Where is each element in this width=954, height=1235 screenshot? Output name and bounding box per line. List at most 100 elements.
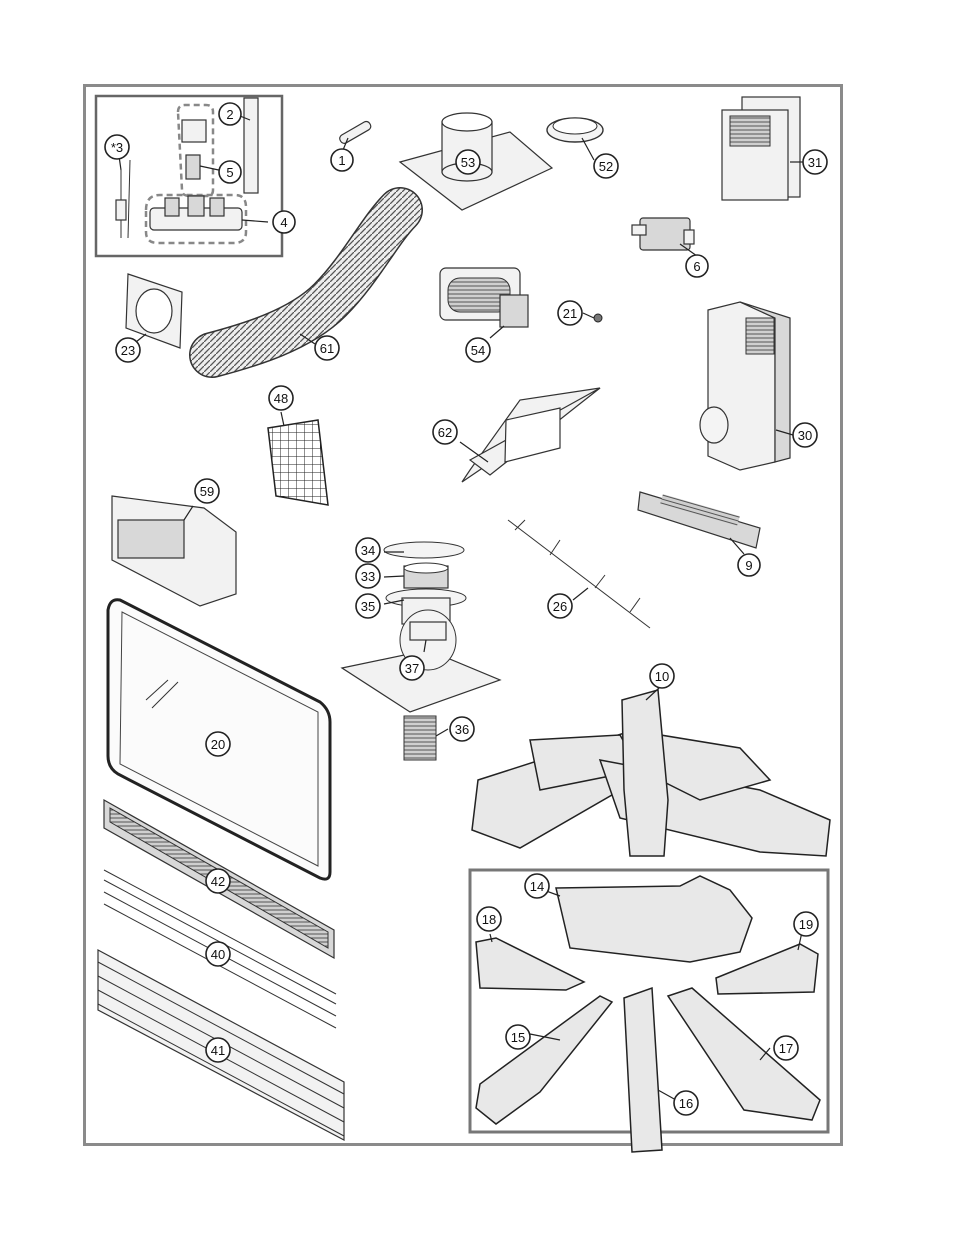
callout-33: 33 [355, 563, 381, 589]
callout-18: 18 [476, 906, 502, 932]
callout-circle [205, 868, 231, 894]
callout-26: 26 [547, 593, 573, 619]
part-48-mesh-screen [267, 419, 329, 506]
callout-34: 34 [355, 537, 381, 563]
callout-9: 9 [737, 553, 761, 577]
callout-number: 48 [274, 391, 288, 406]
callout-number: 33 [361, 569, 375, 584]
callout-number: 26 [553, 599, 567, 614]
callout-circle [205, 941, 231, 967]
callout-circle [449, 716, 475, 742]
callout-59: 59 [194, 478, 220, 504]
callout-number: 2 [226, 107, 233, 122]
pilot-assembly-inset [94, 94, 284, 258]
part-52-ring [546, 117, 604, 143]
callout-number: 5 [226, 165, 233, 180]
callout-54: 54 [465, 337, 491, 363]
callout-circle [104, 134, 130, 160]
callout-circle [505, 1024, 531, 1050]
vent-stack-34-33-35 [383, 541, 467, 625]
callout-circle [330, 148, 354, 172]
callout-17: 17 [773, 1035, 799, 1061]
callout-number: 17 [779, 1041, 793, 1056]
callout-number: 37 [405, 661, 419, 676]
callout-circle [455, 149, 481, 175]
callout-19: 19 [793, 911, 819, 937]
callout-number: 59 [200, 484, 214, 499]
callout-61: 61 [314, 335, 340, 361]
callout-number: 42 [211, 874, 225, 889]
callout-52: 52 [593, 153, 619, 179]
callout-circle [737, 553, 761, 577]
callout-number: 1 [338, 153, 345, 168]
callout-37: 37 [399, 655, 425, 681]
callout-5: 5 [218, 160, 242, 184]
callout-circle [272, 210, 296, 234]
callout-6: 6 [685, 254, 709, 278]
callout-number: 31 [808, 155, 822, 170]
part-61-flex-hose [189, 187, 423, 378]
part-30-vent-housing [699, 301, 791, 471]
callout-number: 9 [745, 558, 752, 573]
callout-31: 31 [802, 149, 828, 175]
callout-circle [476, 906, 502, 932]
callout-number: 15 [511, 1030, 525, 1045]
callout-number: 16 [679, 1096, 693, 1111]
callout-40: 40 [205, 941, 231, 967]
callout-35: 35 [355, 593, 381, 619]
callout-23: 23 [115, 337, 141, 363]
callout-circle [793, 911, 819, 937]
callout-number: 61 [320, 341, 334, 356]
callout-circle [773, 1035, 799, 1061]
leader-lines [118, 115, 803, 1101]
callout-15: 15 [505, 1024, 531, 1050]
callout-1: 1 [330, 148, 354, 172]
log-detail-inset [468, 868, 830, 1153]
callout-circle [685, 254, 709, 278]
callout-number: 14 [530, 879, 544, 894]
callout-21: 21 [557, 300, 583, 326]
callout-48: 48 [268, 385, 294, 411]
callout-2: 2 [218, 102, 242, 126]
callout-circle [557, 300, 583, 326]
callout-circle [218, 102, 242, 126]
part-54-blower [439, 267, 529, 328]
callout-circle [524, 873, 550, 899]
part-21-sensor [593, 313, 603, 323]
part-10-log-set [471, 689, 831, 857]
part-9-burner [637, 491, 761, 549]
callout-number: 19 [799, 917, 813, 932]
callout-number: 20 [211, 737, 225, 752]
callout-circle [399, 655, 425, 681]
callout-circle [593, 153, 619, 179]
callout-number: 54 [471, 343, 485, 358]
callout-circle [355, 593, 381, 619]
callout-number: 30 [798, 428, 812, 443]
callout-circle [355, 537, 381, 563]
callout-circle [547, 593, 573, 619]
callout-14: 14 [524, 873, 550, 899]
callout-number: 53 [461, 155, 475, 170]
callout-circle [205, 1037, 231, 1063]
callout-20: 20 [205, 731, 231, 757]
callout-circle [649, 663, 675, 689]
part-6-gas-valve [631, 217, 695, 251]
callout-10: 10 [649, 663, 675, 689]
callout-62: 62 [432, 419, 458, 445]
callout-circle [432, 419, 458, 445]
callout-number: 18 [482, 912, 496, 927]
callout-number: 6 [693, 259, 700, 274]
callout-number: 4 [280, 215, 287, 230]
callout-number: 62 [438, 425, 452, 440]
callout-30: 30 [792, 422, 818, 448]
callout-number: 34 [361, 543, 375, 558]
callout-number: 23 [121, 343, 135, 358]
callout-number: 41 [211, 1043, 225, 1058]
callout-number: 21 [563, 306, 577, 321]
part-23-gasket-plate [125, 273, 183, 349]
part-26-log-grate [507, 519, 651, 629]
callout-number: 35 [361, 599, 375, 614]
callout-circle [673, 1090, 699, 1116]
part-1-igniter [339, 120, 372, 144]
callout-circle [115, 337, 141, 363]
